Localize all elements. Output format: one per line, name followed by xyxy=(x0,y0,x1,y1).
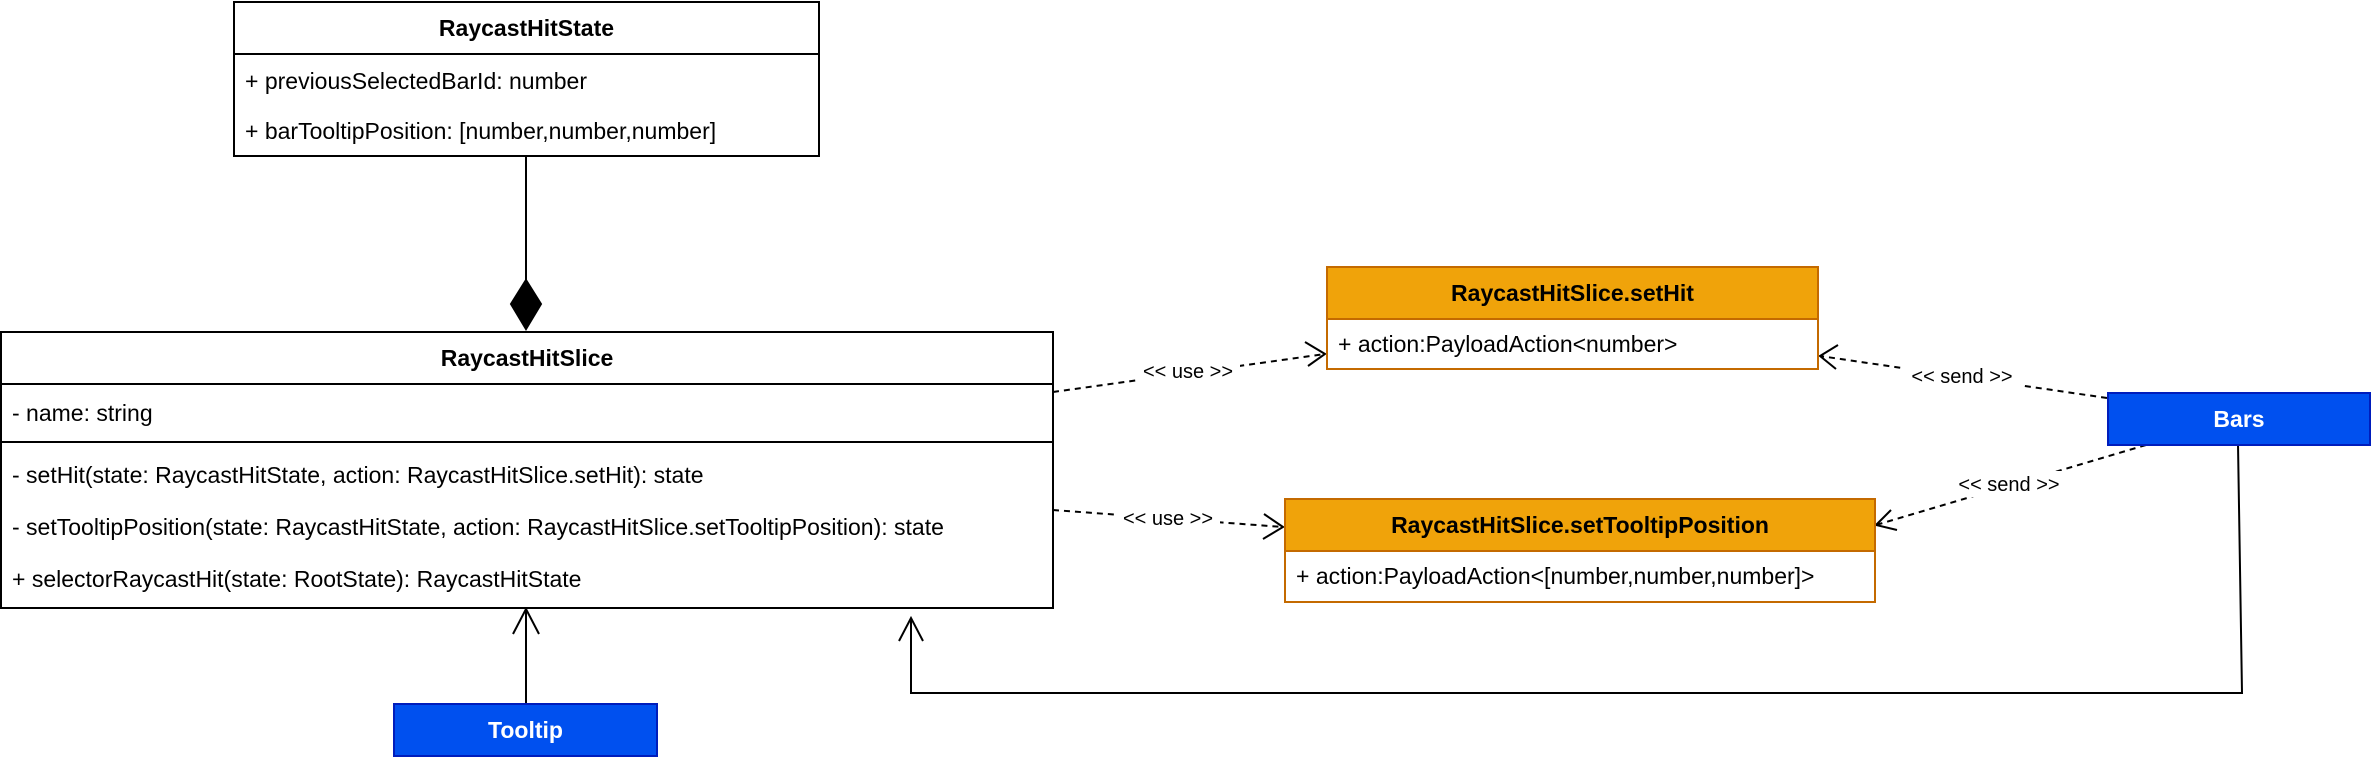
class-raycast-hit-slice: RaycastHitSlice - name: string - setHit(… xyxy=(0,331,1054,609)
class-raycast-hit-state: RaycastHitState + previousSelectedBarId:… xyxy=(233,1,820,157)
class-set-tooltip-position: RaycastHitSlice.setTooltipPosition + act… xyxy=(1284,498,1876,603)
edge-label-send-set-hit: << send >> xyxy=(1911,366,2012,388)
attribute-row: - name: string xyxy=(12,399,153,426)
edge-bars-to-slice xyxy=(898,443,2244,694)
class-title: RaycastHitSlice.setHit xyxy=(1328,268,1817,320)
method-row: - setTooltipPosition(state: RaycastHitSt… xyxy=(12,513,944,540)
edge-label-use-set-tooltip: << use >> xyxy=(1123,508,1213,530)
actor-bars: Bars xyxy=(2107,392,2371,446)
method-row: - setHit(state: RaycastHitState, action:… xyxy=(12,461,704,488)
attribute-row: + previousSelectedBarId: number xyxy=(245,67,588,94)
edge-use-set-tooltip: << use >> xyxy=(1052,505,1285,540)
actor-tooltip: Tooltip xyxy=(393,703,658,757)
class-set-hit: RaycastHitSlice.setHit + action:PayloadA… xyxy=(1326,266,1819,370)
edge-tooltip-to-slice xyxy=(512,606,540,703)
edge-label-use-set-hit: << use >> xyxy=(1143,361,1233,383)
edge-label-send-set-tooltip: << send >> xyxy=(1958,474,2059,496)
edge-use-set-hit: << use >> xyxy=(1052,341,1327,393)
attribute-row: + action:PayloadAction<[number,number,nu… xyxy=(1296,563,1815,589)
attribute-row: + barTooltipPosition: [number,number,num… xyxy=(245,117,717,144)
class-title: RaycastHitSlice xyxy=(2,333,1052,385)
section-divider xyxy=(2,441,1052,443)
class-title: RaycastHitState xyxy=(235,3,818,55)
attribute-row: + action:PayloadAction<number> xyxy=(1338,330,1678,357)
edge-send-set-hit: << send >> xyxy=(1818,344,2108,399)
class-title: RaycastHitSlice.setTooltipPosition xyxy=(1286,500,1874,552)
method-row: + selectorRaycastHit(state: RootState): … xyxy=(12,565,582,592)
edge-send-set-tooltip: << send >> xyxy=(1874,444,2147,531)
composition-diamond xyxy=(509,278,543,331)
